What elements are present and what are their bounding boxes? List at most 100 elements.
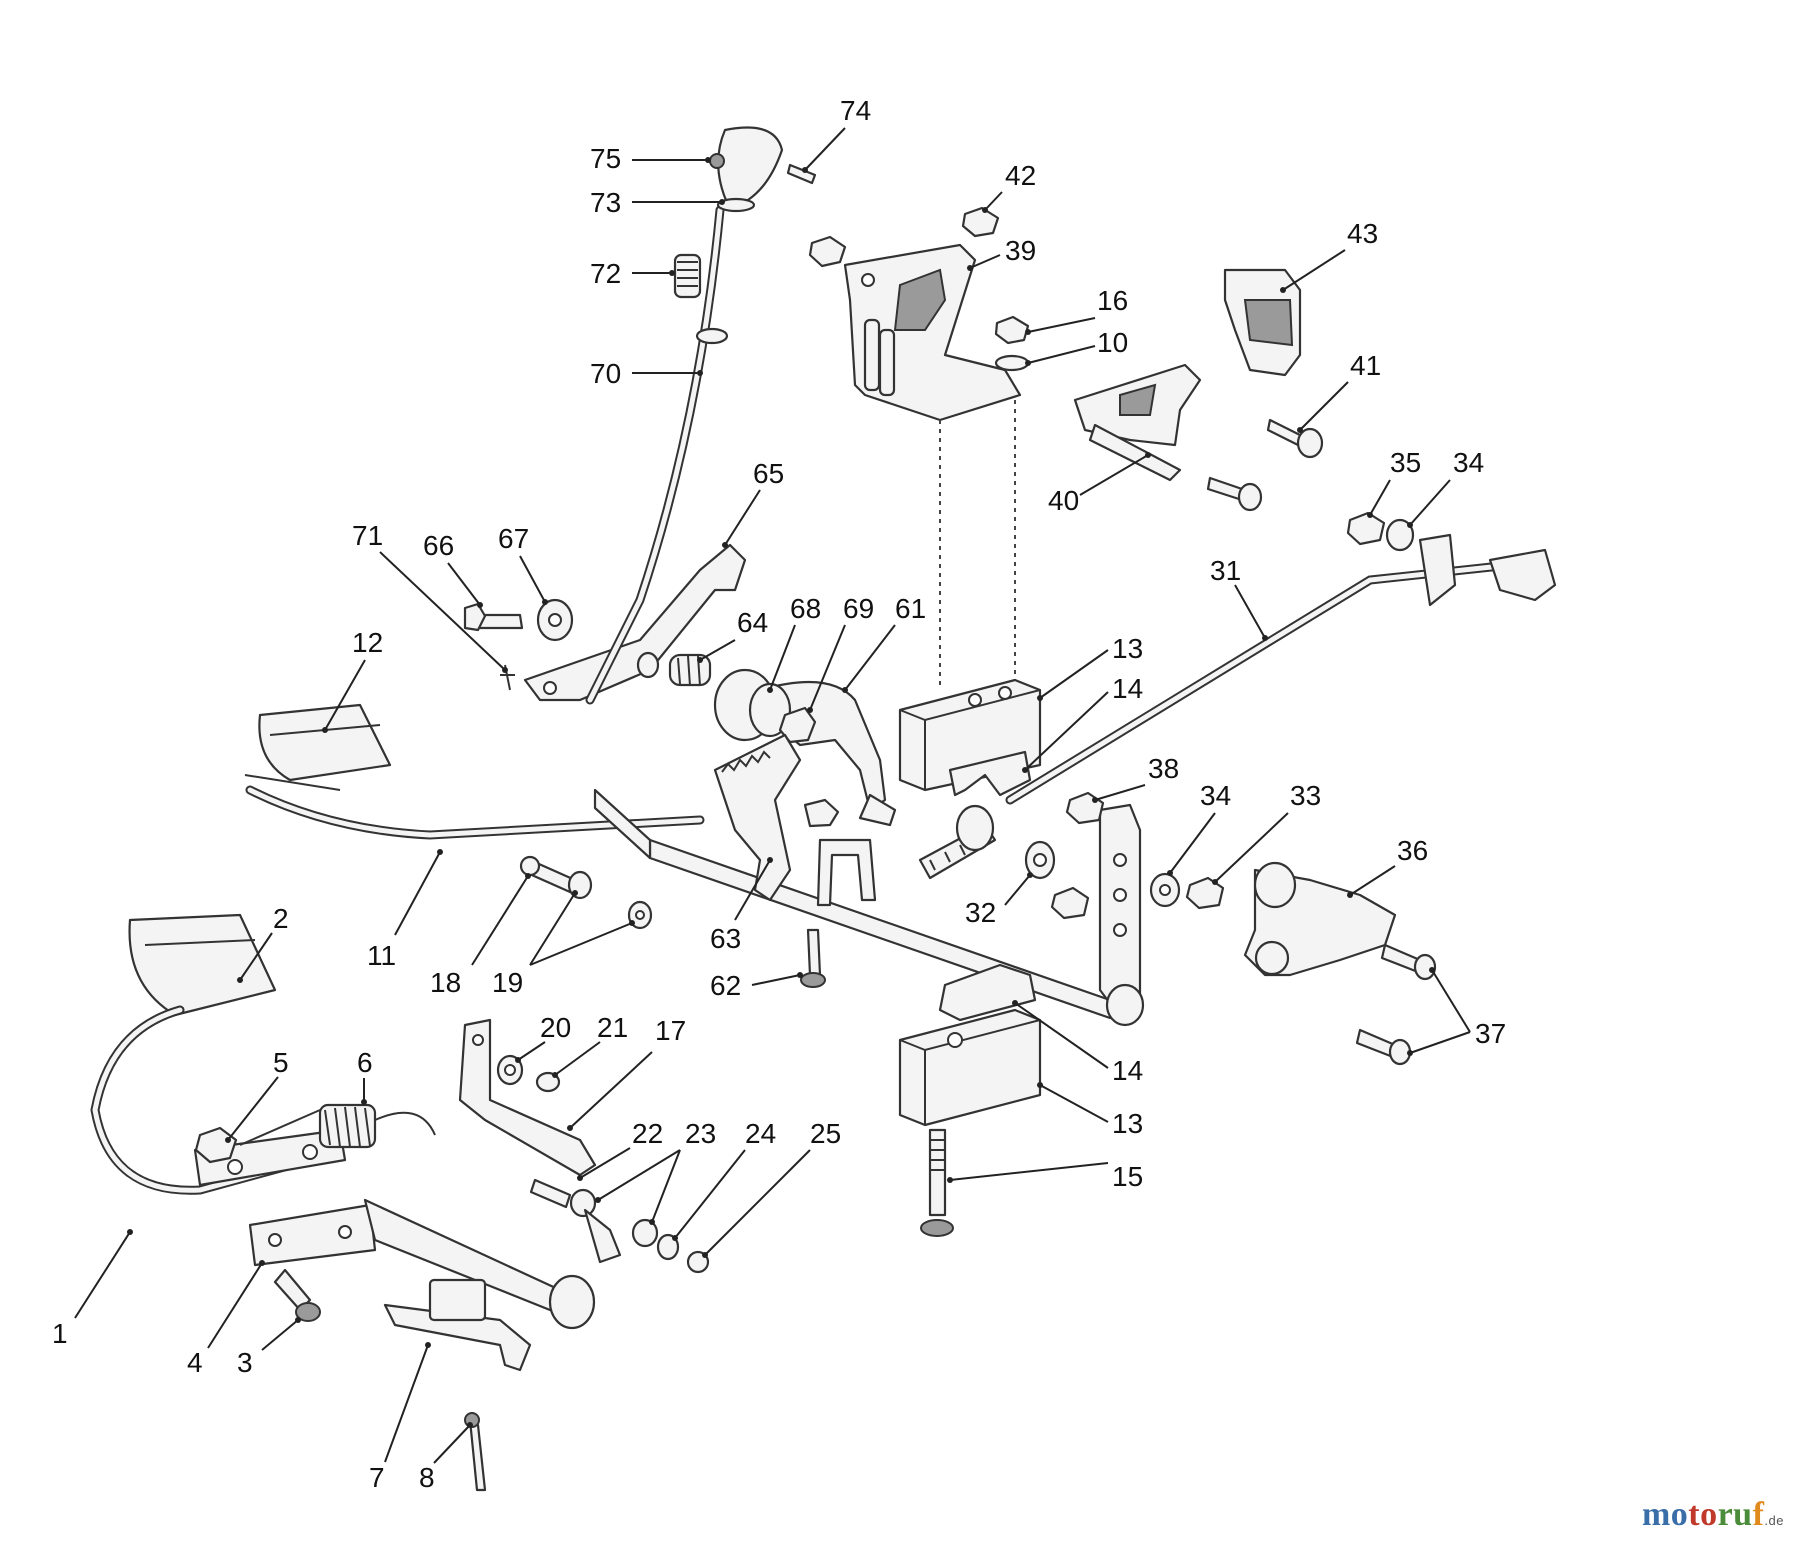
svg-text:34: 34: [1453, 447, 1484, 478]
svg-text:61: 61: [895, 593, 926, 624]
svg-text:2: 2: [273, 903, 289, 934]
svg-text:42: 42: [1005, 160, 1036, 191]
callout-13a: 13: [1037, 633, 1143, 701]
svg-text:20: 20: [540, 1012, 571, 1043]
svg-text:16: 16: [1097, 285, 1128, 316]
callout-20: 20: [515, 1012, 571, 1063]
callout-41: 41: [1297, 350, 1381, 433]
svg-text:13: 13: [1112, 1108, 1143, 1139]
svg-text:18: 18: [430, 967, 461, 998]
svg-text:65: 65: [753, 458, 784, 489]
svg-text:24: 24: [745, 1118, 776, 1149]
callout-32: 32: [965, 872, 1033, 928]
callout-75: 75: [590, 143, 711, 174]
callout-11: 11: [367, 849, 443, 971]
svg-text:39: 39: [1005, 235, 1036, 266]
svg-text:68: 68: [790, 593, 821, 624]
svg-text:12: 12: [352, 627, 383, 658]
shift-lever-part: [585, 126, 817, 705]
nut-5-part: [194, 1126, 238, 1164]
callout-31: 31: [1210, 555, 1268, 641]
svg-text:14: 14: [1112, 673, 1143, 704]
callout-37: 37: [1407, 967, 1506, 1056]
callout-70: 70: [590, 358, 703, 389]
knob-43-part: [1223, 268, 1324, 459]
spring-6-part: [239, 1103, 436, 1149]
svg-text:19: 19: [492, 967, 523, 998]
bracket-40-part: [1073, 363, 1263, 512]
lower-shaft-part: [248, 1198, 596, 1330]
svg-text:69: 69: [843, 593, 874, 624]
callout-35: 35: [1367, 447, 1421, 518]
svg-text:67: 67: [498, 523, 529, 554]
svg-text:23: 23: [685, 1118, 716, 1149]
callout-43: 43: [1280, 218, 1378, 293]
svg-text:34: 34: [1200, 780, 1231, 811]
lever-38-part: [1050, 791, 1145, 1027]
top-bracket-part: [808, 206, 1030, 422]
svg-text:31: 31: [1210, 555, 1241, 586]
callout-10: 10: [1025, 327, 1128, 366]
svg-text:72: 72: [590, 258, 621, 289]
callout-5: 5: [225, 1047, 289, 1143]
callout-12: 12: [322, 627, 383, 733]
svg-text:17: 17: [655, 1015, 686, 1046]
svg-text:33: 33: [1290, 780, 1321, 811]
svg-text:3: 3: [237, 1347, 253, 1378]
svg-text:1: 1: [52, 1318, 68, 1349]
callout-72: 72: [590, 258, 675, 289]
svg-text:64: 64: [737, 607, 768, 638]
svg-text:37: 37: [1475, 1018, 1506, 1049]
svg-text:70: 70: [590, 358, 621, 389]
callout-1: 1: [52, 1229, 133, 1349]
callout-34b: 34: [1167, 780, 1231, 876]
svg-text:38: 38: [1148, 753, 1179, 784]
bracket-7-part: [383, 1278, 532, 1492]
callout-39: 39: [967, 235, 1036, 271]
callout-17: 17: [567, 1015, 686, 1131]
svg-text:74: 74: [840, 95, 871, 126]
svg-text:71: 71: [352, 520, 383, 551]
svg-text:7: 7: [369, 1462, 385, 1493]
callout-14a: 14: [1022, 673, 1143, 773]
rod-31-part: [918, 511, 1557, 880]
callout-63: 63: [710, 857, 773, 954]
callout-42: 42: [982, 160, 1036, 213]
svg-text:25: 25: [810, 1118, 841, 1149]
callout-25: 25: [702, 1118, 841, 1258]
svg-text:11: 11: [367, 940, 396, 971]
brake-pedal-part: [90, 913, 347, 1195]
callout-67: 67: [498, 523, 548, 605]
callout-33: 33: [1212, 780, 1321, 885]
svg-text:6: 6: [357, 1047, 373, 1078]
callout-38: 38: [1092, 753, 1179, 803]
selector-link-part: [463, 543, 747, 702]
callout-66: 66: [423, 530, 483, 608]
callout-24: 24: [672, 1118, 776, 1241]
callout-69: 69: [807, 593, 874, 713]
callout-6: 6: [357, 1047, 373, 1105]
watermark-logo: motoruf.de: [1641, 1496, 1784, 1533]
clip-62-part: [800, 798, 877, 988]
callout-74: 74: [802, 95, 871, 173]
callout-71: 71: [352, 520, 508, 673]
callout-14b: 14: [1012, 1000, 1143, 1086]
callout-68: 68: [767, 593, 821, 693]
bearing-block-upper-part: [898, 678, 1042, 797]
callout-18: 18: [430, 873, 531, 998]
callout-21: 21: [552, 1012, 628, 1078]
svg-text:13: 13: [1112, 633, 1143, 664]
bolt-15-part: [920, 1128, 954, 1237]
callout-8: 8: [419, 1422, 473, 1493]
callout-36: 36: [1347, 835, 1428, 898]
svg-text:4: 4: [187, 1347, 203, 1378]
svg-text:5: 5: [273, 1047, 289, 1078]
svg-text:35: 35: [1390, 447, 1421, 478]
nut-33-part: [1149, 872, 1225, 910]
svg-text:43: 43: [1347, 218, 1378, 249]
callout-34a: 34: [1407, 447, 1484, 528]
link-17-part: [458, 1018, 597, 1177]
pedal-pad-part: [244, 703, 392, 791]
